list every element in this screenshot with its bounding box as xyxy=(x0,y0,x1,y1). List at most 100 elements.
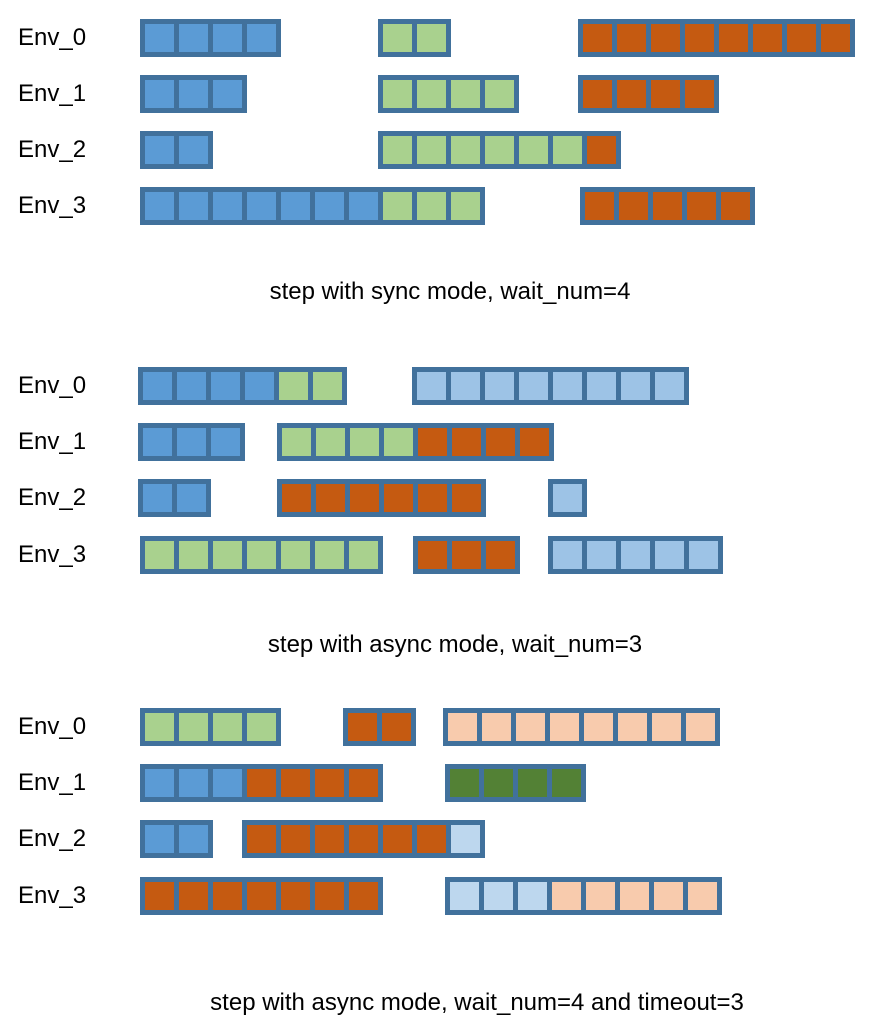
timestep-cell-paleblue xyxy=(451,825,480,853)
timestep-cell-orange xyxy=(653,192,682,220)
timestep-cell-blue xyxy=(179,24,208,52)
timestep-cell-orange xyxy=(787,24,816,52)
timestep-cell-green xyxy=(485,136,514,164)
timestep-cell-orange xyxy=(685,80,714,108)
timestep-cell-blue xyxy=(179,80,208,108)
timestep-cell-orange xyxy=(721,192,750,220)
step-bar xyxy=(140,187,485,225)
timestep-cell-blue xyxy=(211,372,240,400)
step-bar xyxy=(138,367,347,405)
timestep-cell-green xyxy=(417,192,446,220)
timestep-cell-green xyxy=(213,713,242,741)
step-bar xyxy=(277,479,486,517)
timestep-cell-orange xyxy=(719,24,748,52)
timestep-cell-orange xyxy=(281,882,310,910)
step-bar xyxy=(277,423,554,461)
step-bar xyxy=(140,820,213,858)
timestep-cell-orange xyxy=(247,825,276,853)
timestep-cell-blue xyxy=(245,372,274,400)
timestep-cell-orange xyxy=(315,769,344,797)
timestep-cell-peach xyxy=(686,713,715,741)
timestep-cell-orange xyxy=(179,882,208,910)
env-label: Env_1 xyxy=(18,428,87,455)
step-bar xyxy=(445,877,722,915)
step-bar xyxy=(138,479,211,517)
timestep-cell-green xyxy=(313,372,342,400)
timestep-cell-orange xyxy=(348,713,377,741)
timestep-cell-green xyxy=(519,136,548,164)
timestep-cell-green xyxy=(349,541,378,569)
timestep-cell-orange xyxy=(281,825,310,853)
step-bar xyxy=(378,131,621,169)
timestep-cell-blue xyxy=(349,192,378,220)
timestep-cell-green xyxy=(279,372,308,400)
timestep-cell-peach xyxy=(584,713,613,741)
timestep-cell-orange xyxy=(350,484,379,512)
step-bar xyxy=(140,764,383,802)
timestep-cell-darkgreen xyxy=(518,769,547,797)
timestep-cell-green xyxy=(315,541,344,569)
step-bar xyxy=(140,877,383,915)
step-bar xyxy=(412,367,689,405)
timestep-cell-green xyxy=(281,541,310,569)
env-label: Env_0 xyxy=(18,24,87,51)
timestep-cell-lightblue xyxy=(655,372,684,400)
step-bar xyxy=(445,764,586,802)
timestep-cell-orange xyxy=(452,541,481,569)
timestep-cell-peach xyxy=(448,713,477,741)
timestep-cell-blue xyxy=(177,428,206,456)
env-label: Env_1 xyxy=(18,769,87,796)
timestep-cell-orange xyxy=(418,541,447,569)
timestep-cell-lightblue xyxy=(587,372,616,400)
timestep-cell-green xyxy=(417,80,446,108)
timestep-cell-blue xyxy=(177,484,206,512)
timestep-cell-orange xyxy=(418,484,447,512)
env-label: Env_2 xyxy=(18,484,87,511)
step-bar xyxy=(443,708,720,746)
timestep-cell-blue xyxy=(179,825,208,853)
timestep-cell-blue xyxy=(145,825,174,853)
timestep-cell-green xyxy=(179,541,208,569)
step-bar xyxy=(548,536,723,574)
env-label: Env_1 xyxy=(18,80,87,107)
timestep-cell-orange xyxy=(753,24,782,52)
timestep-cell-green xyxy=(417,136,446,164)
timestep-cell-paleblue xyxy=(518,882,547,910)
timestep-cell-blue xyxy=(145,80,174,108)
timestep-cell-peach xyxy=(482,713,511,741)
timestep-cell-peach xyxy=(618,713,647,741)
timestep-cell-orange xyxy=(383,825,412,853)
timestep-cell-orange xyxy=(382,713,411,741)
timestep-cell-green xyxy=(384,428,413,456)
timestep-cell-green xyxy=(247,713,276,741)
timestep-cell-green xyxy=(383,136,412,164)
timestep-cell-lightblue xyxy=(689,541,718,569)
timestep-cell-peach xyxy=(552,882,581,910)
env-label: Env_3 xyxy=(18,541,87,568)
timestep-cell-lightblue xyxy=(621,541,650,569)
timestep-cell-orange xyxy=(651,24,680,52)
timestep-cell-peach xyxy=(652,713,681,741)
timestep-cell-green xyxy=(383,24,412,52)
timestep-cell-lightblue xyxy=(451,372,480,400)
step-bar xyxy=(413,536,520,574)
panel-caption: step with async mode, wait_num=3 xyxy=(267,631,643,658)
timestep-cell-orange xyxy=(583,80,612,108)
timestep-cell-blue xyxy=(179,192,208,220)
timestep-cell-green xyxy=(145,541,174,569)
timestep-cell-lightblue xyxy=(417,372,446,400)
timestep-cell-peach xyxy=(516,713,545,741)
timestep-cell-orange xyxy=(587,136,616,164)
timestep-cell-orange xyxy=(651,80,680,108)
panel-caption: step with async mode, wait_num=4 and tim… xyxy=(210,989,744,1016)
timestep-cell-blue xyxy=(247,192,276,220)
step-bar xyxy=(138,423,245,461)
timestep-cell-blue xyxy=(213,769,242,797)
timestep-cell-orange xyxy=(282,484,311,512)
step-bar xyxy=(548,479,587,517)
step-bar xyxy=(140,75,247,113)
timestep-cell-orange xyxy=(247,882,276,910)
timestep-cell-orange xyxy=(349,825,378,853)
timestep-cell-peach xyxy=(688,882,717,910)
